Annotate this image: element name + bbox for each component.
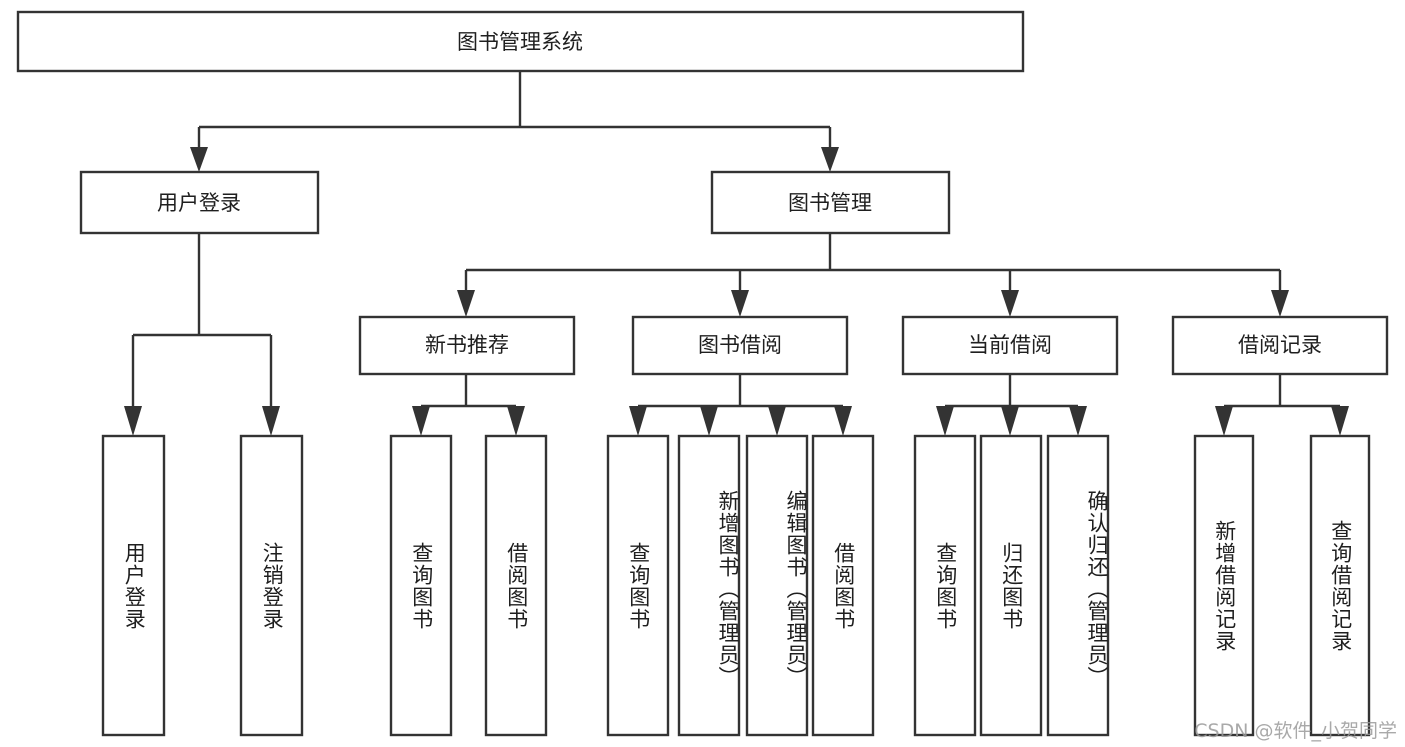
node-book-manage[interactable]: 图书管理 bbox=[710, 170, 951, 235]
node-user-login-box[interactable] bbox=[79, 170, 320, 235]
arrowhead-book-manage bbox=[821, 147, 839, 172]
leaf-query-book-2-box[interactable] bbox=[606, 434, 670, 737]
leaf-query-book-3-box[interactable] bbox=[913, 434, 977, 737]
arrowhead-current-borrow bbox=[1001, 290, 1019, 317]
node-new-book-recommend[interactable]: 新书推荐 bbox=[358, 315, 576, 376]
node-borrow-record[interactable]: 借阅记录 bbox=[1171, 315, 1389, 376]
leaf-confirm-return-box[interactable] bbox=[1046, 434, 1110, 737]
node-user-login[interactable]: 用户登录 bbox=[79, 170, 320, 235]
leaf-logout-login-box[interactable] bbox=[239, 434, 304, 737]
connector-group-user-login bbox=[124, 233, 280, 436]
node-borrow-record-box[interactable] bbox=[1171, 315, 1389, 376]
leaf-borrow-book-1-box[interactable] bbox=[484, 434, 548, 737]
leaf-query-book-1-box[interactable] bbox=[389, 434, 453, 737]
connector-group-book-manage bbox=[457, 233, 1289, 317]
arrowhead-leaf-edit-book bbox=[768, 406, 786, 436]
leaf-return-book-box[interactable] bbox=[979, 434, 1043, 737]
node-new-book-recommend-box[interactable] bbox=[358, 315, 576, 376]
node-root[interactable]: 图书管理系统 bbox=[16, 10, 1025, 73]
connector-group-root bbox=[190, 71, 839, 172]
node-book-manage-box[interactable] bbox=[710, 170, 951, 235]
connector-group-current-borrow bbox=[936, 374, 1087, 436]
leaf-borrow-book-2-box[interactable] bbox=[811, 434, 875, 737]
arrowhead-book-borrow bbox=[731, 290, 749, 317]
leaf-boxes bbox=[101, 434, 1371, 737]
arrowhead-leaf-query-book-3 bbox=[936, 406, 954, 436]
node-new-book-recommend-label: 新书推荐 bbox=[425, 333, 509, 357]
arrowhead-leaf-user-login bbox=[124, 406, 142, 436]
leaf-add-book-box[interactable] bbox=[677, 434, 741, 737]
arrowhead-leaf-query-book-2 bbox=[629, 406, 647, 436]
node-current-borrow[interactable]: 当前借阅 bbox=[901, 315, 1119, 376]
arrowhead-leaf-add-record bbox=[1215, 406, 1233, 436]
node-book-manage-label: 图书管理 bbox=[788, 191, 872, 215]
arrowhead-leaf-add-book bbox=[700, 406, 718, 436]
node-root-box[interactable] bbox=[16, 10, 1025, 73]
leaf-add-record-box[interactable] bbox=[1193, 434, 1255, 737]
arrowhead-leaf-return-book bbox=[1001, 406, 1019, 436]
arrowhead-leaf-query-book-1 bbox=[412, 406, 430, 436]
arrowhead-leaf-borrow-book-1 bbox=[507, 406, 525, 436]
node-root-label: 图书管理系统 bbox=[457, 30, 583, 54]
connector-group-new-book-recommend bbox=[412, 374, 525, 436]
node-user-login-label: 用户登录 bbox=[157, 191, 241, 215]
leaf-edit-book-box[interactable] bbox=[745, 434, 809, 737]
arrowhead-leaf-logout-login bbox=[262, 406, 280, 436]
arrowhead-leaf-confirm-return bbox=[1069, 406, 1087, 436]
connector-group-borrow-record bbox=[1215, 374, 1349, 436]
arrowhead-leaf-query-record bbox=[1331, 406, 1349, 436]
leaf-user-login-box[interactable] bbox=[101, 434, 166, 737]
connector-group-book-borrow bbox=[629, 374, 852, 436]
node-current-borrow-box[interactable] bbox=[901, 315, 1119, 376]
arrowhead-user-login bbox=[190, 147, 208, 172]
watermark-text: CSDN @软件_小贺同学 bbox=[1194, 720, 1397, 742]
arrowhead-borrow-record bbox=[1271, 290, 1289, 317]
node-book-borrow-box[interactable] bbox=[631, 315, 849, 376]
node-borrow-record-label: 借阅记录 bbox=[1238, 333, 1322, 357]
leaf-query-record-box[interactable] bbox=[1309, 434, 1371, 737]
node-book-borrow[interactable]: 图书借阅 bbox=[631, 315, 849, 376]
node-current-borrow-label: 当前借阅 bbox=[968, 333, 1052, 357]
node-book-borrow-label: 图书借阅 bbox=[698, 333, 782, 357]
arrowhead-new-book-recommend bbox=[457, 290, 475, 317]
arrowhead-leaf-borrow-book-2 bbox=[834, 406, 852, 436]
